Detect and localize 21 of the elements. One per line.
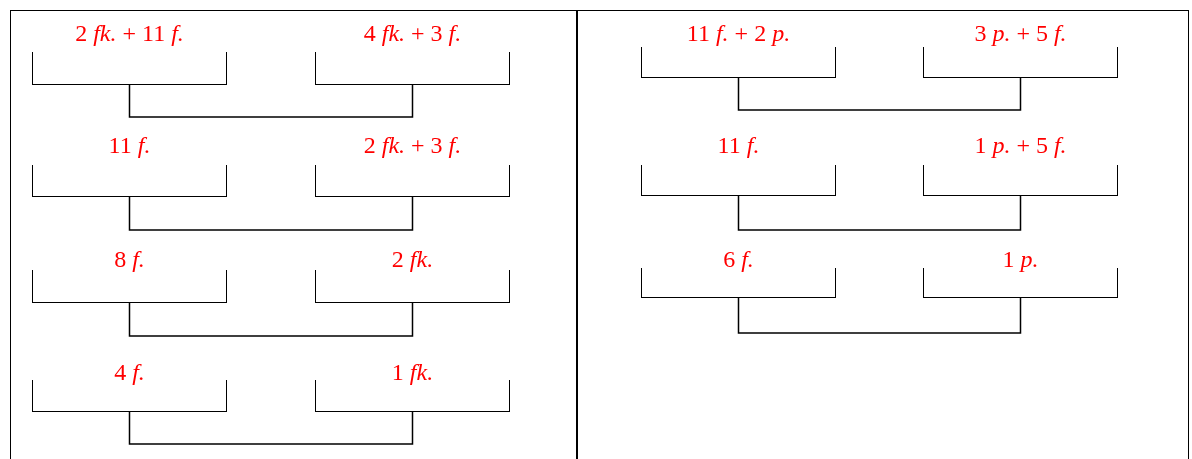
balance-beam bbox=[128, 411, 414, 445]
balance-beam bbox=[128, 196, 414, 231]
weight-label: 4 f. bbox=[114, 358, 145, 387]
balance-beam bbox=[737, 195, 1022, 231]
weight-label: 1 p. bbox=[1002, 245, 1039, 274]
balance-beam bbox=[737, 297, 1022, 334]
weight-label: 8 f. bbox=[114, 245, 145, 274]
weight-label: 11 f. bbox=[717, 131, 760, 160]
weight-label: 1 fk. bbox=[391, 358, 434, 387]
weight-label: 6 f. bbox=[723, 245, 754, 274]
balance-beam bbox=[737, 77, 1022, 111]
weight-label: 2 fk. + 11 f. bbox=[75, 19, 184, 48]
balance-beam bbox=[128, 84, 414, 118]
weight-label: 2 fk. + 3 f. bbox=[363, 131, 462, 160]
weight-label: 11 f. + 2 p. bbox=[686, 19, 791, 48]
weight-label: 11 f. bbox=[108, 131, 151, 160]
weight-label: 3 p. + 5 f. bbox=[974, 19, 1067, 48]
weight-label: 1 p. + 5 f. bbox=[974, 131, 1067, 160]
balance-beam bbox=[128, 302, 414, 337]
weight-label: 2 fk. bbox=[391, 245, 434, 274]
weight-label: 4 fk. + 3 f. bbox=[363, 19, 462, 48]
